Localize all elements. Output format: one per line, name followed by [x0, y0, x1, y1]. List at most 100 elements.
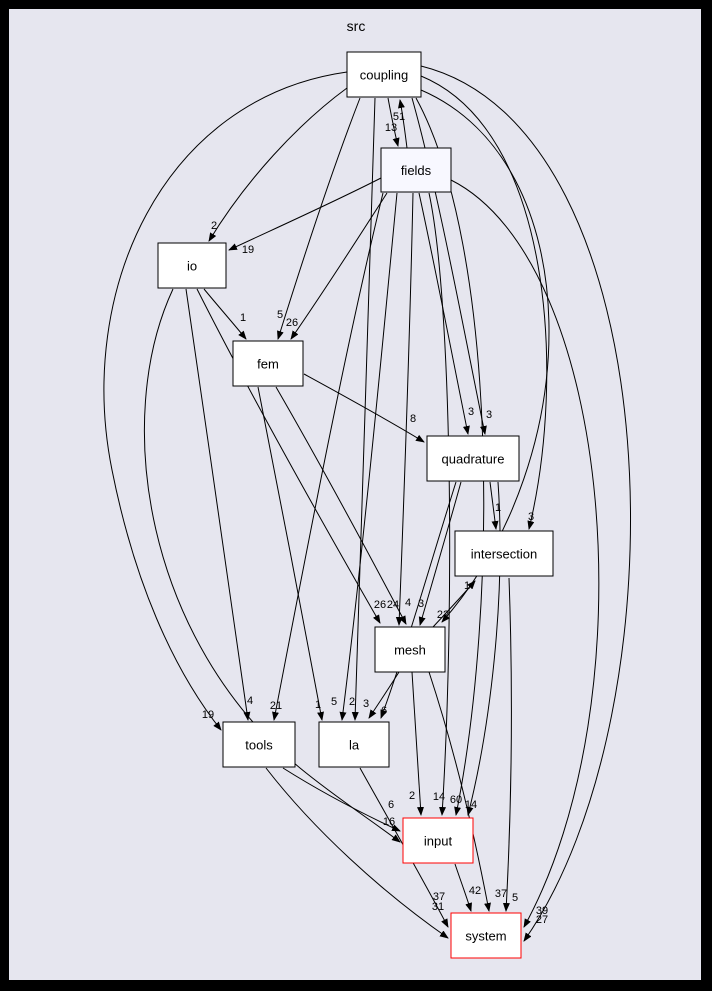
edge-count-label-fields-to-quadrature: 3 — [468, 406, 474, 418]
edge-count-label-coupling-to-mesh: 22 — [437, 609, 449, 621]
edge-count-label-tools-to-system: 31 — [432, 901, 444, 913]
edge-io-to-mesh — [196, 288, 381, 624]
node-box-la[interactable] — [318, 721, 390, 768]
edge-fem-to-la — [257, 386, 324, 721]
node-fields[interactable]: fields — [380, 147, 452, 193]
edge-count-label-fields-to-coupling: 13 — [385, 122, 397, 134]
edge-count-label-io-to-tools: 4 — [247, 695, 253, 707]
edge-quadrature-to-la — [380, 481, 457, 719]
node-label-la: la — [349, 738, 360, 753]
node-box-system[interactable] — [450, 912, 522, 959]
node-box-quadrature[interactable] — [426, 435, 520, 482]
node-label-quadrature: quadrature — [442, 452, 505, 467]
node-io[interactable]: io — [157, 242, 227, 289]
edge-coupling-to-intersection — [420, 75, 548, 530]
edge-fields-to-coupling — [398, 99, 408, 149]
node-label-coupling: coupling — [360, 68, 408, 83]
node-label-system: system — [465, 929, 506, 944]
edge-count-label-coupling-to-la: 2 — [349, 696, 355, 708]
edge-count-label-coupling-to-quadrature: 3 — [486, 409, 492, 421]
edge-quadrature-to-intersection — [489, 481, 499, 530]
node-label-tools: tools — [245, 738, 273, 753]
edge-count-label-fields-to-input: 14 — [433, 791, 445, 803]
edge-count-label-io-to-fem: 1 — [240, 312, 246, 324]
edge-count-label-fields-to-mesh: 24 — [387, 599, 399, 611]
node-fem[interactable]: fem — [232, 340, 304, 387]
node-system[interactable]: system — [450, 912, 522, 959]
edge-count-label-fem-to-quadrature: 8 — [410, 413, 416, 425]
edge-count-label-quadrature-to-la: 6 — [381, 705, 387, 717]
node-la[interactable]: la — [318, 721, 390, 768]
edge-fields-to-io — [228, 177, 382, 251]
node-label-input: input — [424, 834, 453, 849]
edge-coupling-to-system — [420, 65, 631, 942]
edge-io-to-fem — [203, 288, 247, 340]
edge-coupling-to-fem — [277, 97, 361, 340]
edge-count-label-coupling-to-tools: 19 — [202, 709, 214, 721]
edge-count-label-coupling-to-fields: 51 — [393, 111, 405, 123]
node-quadrature[interactable]: quadrature — [426, 435, 520, 482]
edge-count-label-quadrature-to-mesh: 3 — [418, 598, 424, 610]
edge-count-label-quadrature-to-intersection: 1 — [495, 502, 501, 514]
node-box-io[interactable] — [157, 242, 227, 289]
edge-count-label-mesh-to-input: 2 — [409, 790, 415, 802]
edge-count-label-quadrature-to-input: 14 — [465, 799, 477, 811]
node-intersection[interactable]: intersection — [454, 530, 554, 577]
edge-mesh-to-system — [428, 671, 491, 912]
edge-count-label-coupling-to-fem: 5 — [277, 309, 283, 321]
src-cluster-background — [8, 8, 702, 981]
edge-count-label-coupling-to-intersection: 3 — [528, 511, 534, 523]
edge-io-to-input — [143, 288, 401, 843]
edge-count-label-input-to-system: 42 — [469, 885, 481, 897]
edge-count-label-coupling-to-input: 60 — [450, 794, 462, 806]
node-tools[interactable]: tools — [222, 721, 296, 768]
node-label-intersection: intersection — [471, 547, 537, 562]
edge-count-label-io-to-input: 16 — [383, 816, 395, 828]
edge-coupling-to-io — [208, 87, 348, 242]
edge-coupling-to-quadrature — [411, 97, 487, 435]
edge-fem-to-quadrature — [303, 373, 425, 443]
edge-tools-to-system — [265, 767, 449, 939]
edge-count-label-fem-to-la: 1 — [315, 699, 321, 711]
edge-count-label-io-to-mesh: 26 — [374, 599, 386, 611]
edge-count-label-tools-to-input: 6 — [388, 799, 394, 811]
edge-fields-to-fem — [290, 192, 388, 340]
edge-count-label-la-to-system: 37 — [433, 891, 445, 903]
edge-coupling-to-la — [351, 97, 376, 721]
node-box-mesh[interactable] — [374, 626, 446, 673]
edge-intersection-to-system — [502, 577, 512, 912]
edge-count-label-mesh-to-la: 3 — [363, 698, 369, 710]
cluster-title: src — [346, 18, 366, 34]
edge-fields-to-input — [428, 192, 451, 816]
nodes-layer: coupling fields io fem quadrature intersectio… — [157, 51, 554, 959]
edge-count-label-fields-to-fem: 26 — [286, 317, 298, 329]
edge-count-label-fem-to-mesh: 4 — [405, 597, 411, 609]
node-coupling[interactable]: coupling — [346, 51, 422, 98]
node-box-tools[interactable] — [222, 721, 296, 768]
node-label-fields: fields — [401, 163, 432, 178]
edge-count-label-intersection-to-system: 5 — [512, 892, 518, 904]
node-label-io: io — [187, 259, 197, 274]
node-box-fields[interactable] — [380, 147, 452, 193]
edge-mesh-to-intersection — [432, 580, 476, 628]
edge-count-label-fields-to-io: 19 — [242, 244, 254, 256]
edge-input-to-system — [454, 863, 472, 912]
node-box-fem[interactable] — [232, 340, 304, 387]
edge-coupling-to-fields — [387, 97, 400, 147]
edge-mesh-to-input — [411, 671, 424, 816]
node-mesh[interactable]: mesh — [374, 626, 446, 673]
node-box-intersection[interactable] — [454, 530, 554, 577]
node-box-input[interactable] — [402, 817, 474, 864]
edge-count-label-coupling-to-system: 27 — [536, 914, 548, 926]
node-box-coupling[interactable] — [346, 51, 422, 98]
edge-fields-to-system — [450, 179, 600, 928]
node-input[interactable]: input — [402, 817, 474, 864]
edge-fields-to-quadrature — [418, 192, 470, 435]
edge-count-label-fields-to-tools: 21 — [270, 700, 282, 712]
edge-count-label-fields-to-la: 5 — [331, 696, 337, 708]
edge-fem-to-mesh — [275, 386, 407, 625]
node-label-mesh: mesh — [394, 643, 426, 658]
